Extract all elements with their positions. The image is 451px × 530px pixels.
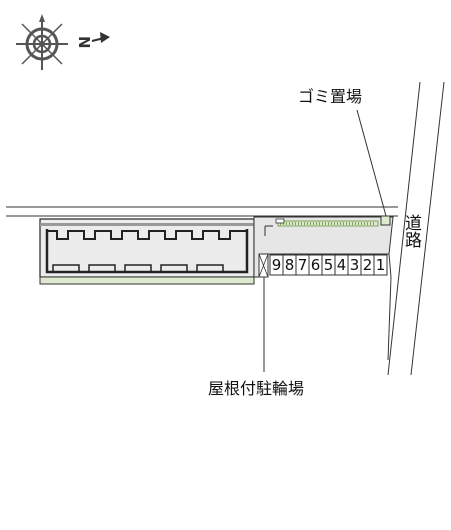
parking-slot-number: 1	[376, 256, 386, 274]
north-arrow-icon: N	[75, 32, 110, 49]
parking-slot-number: 3	[350, 256, 360, 274]
compass-north-letter: N	[75, 36, 93, 49]
building	[39, 218, 255, 278]
bike-parking-label: 屋根付駐輪場	[208, 379, 305, 398]
road-edge-right	[410, 81, 445, 376]
parking-slot-number: 2	[363, 256, 373, 274]
parking-slot-number: 4	[337, 256, 347, 274]
garbage-label: ゴミ置場	[298, 87, 363, 106]
road-edge-left	[387, 81, 421, 376]
garbage-leader-line	[356, 109, 387, 217]
parking-slot-number: 5	[324, 256, 334, 274]
garbage-area	[380, 215, 391, 226]
road-label: 道路	[401, 214, 421, 248]
green-strip	[39, 276, 255, 285]
parking-slot-number: 6	[311, 256, 321, 274]
bike-parking	[258, 253, 269, 278]
lot-boundary	[388, 253, 392, 278]
parking-slot-number: 9	[272, 256, 282, 274]
compass-icon	[16, 14, 68, 70]
lot-boundary-lower	[387, 276, 392, 361]
parking-slot-number: 7	[298, 256, 308, 274]
parking-slot-number: 8	[285, 256, 295, 274]
